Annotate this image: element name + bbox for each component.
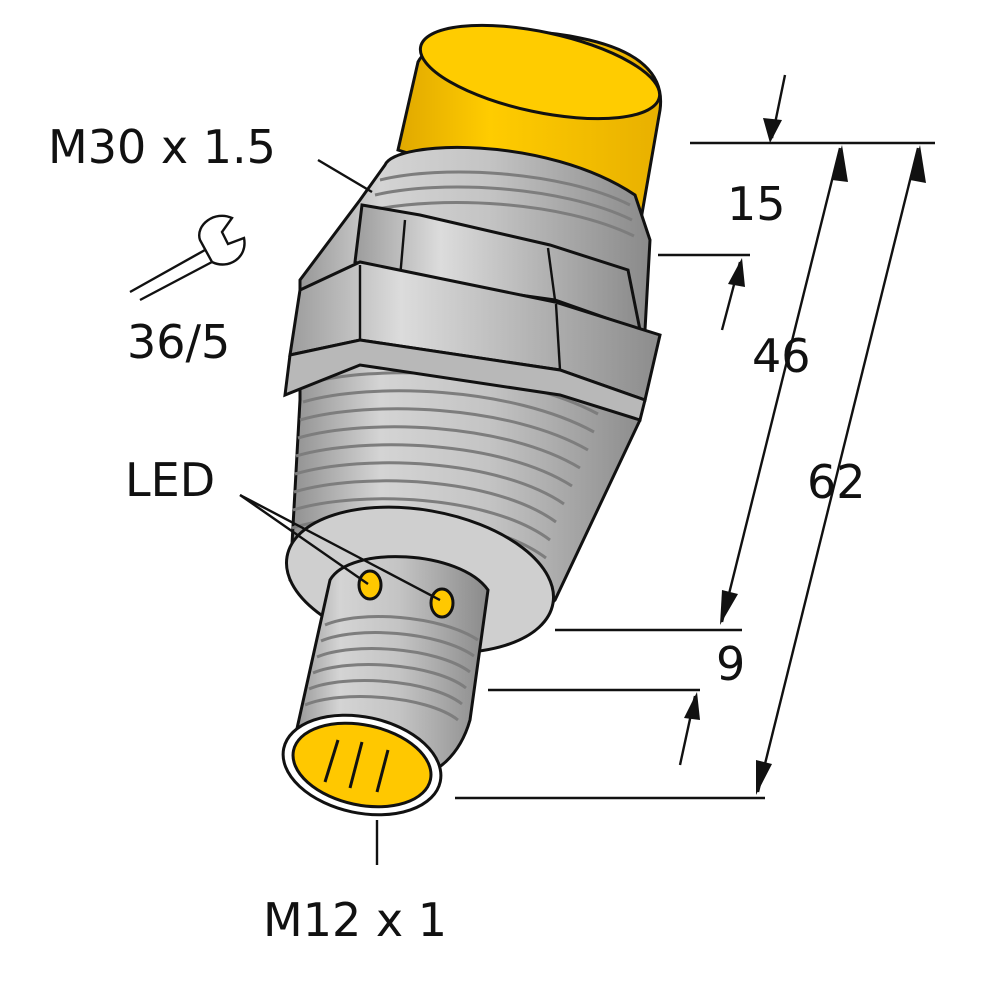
- thread-main-label: M30 x 1.5: [48, 120, 276, 174]
- dim-total-length: 62: [807, 455, 866, 509]
- thread-connector-label: M12 x 1: [263, 893, 447, 947]
- connector-insert: [291, 721, 433, 809]
- wrench-icon: [129, 214, 246, 302]
- led-leader-left: [239, 494, 369, 585]
- hex-nut-lower: [283, 260, 662, 422]
- led-label: LED: [125, 453, 215, 507]
- led-indicator-right: [429, 587, 455, 619]
- thread-main-leader: [317, 158, 373, 194]
- led-leader-right: [239, 493, 441, 602]
- led-indicator-left: [357, 569, 383, 601]
- dim-thread-length: 46: [752, 329, 811, 383]
- wrench-size-label: 36/5: [127, 315, 230, 369]
- dim-connector-offset: 9: [716, 637, 745, 691]
- dimension-lines: [455, 74, 935, 800]
- m12-connector: [281, 555, 490, 817]
- dim-cap-length: 15: [727, 177, 786, 231]
